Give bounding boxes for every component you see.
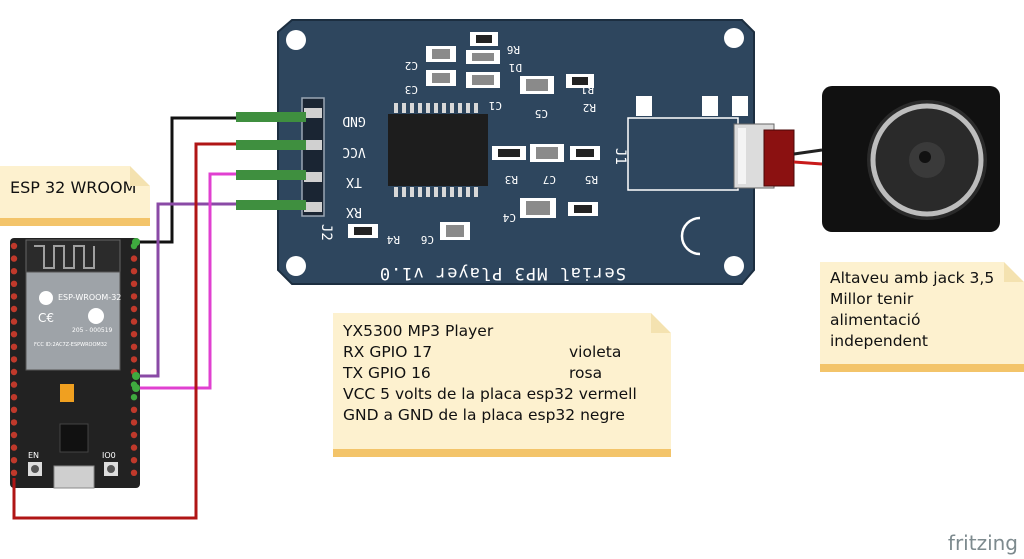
speaker-note-line: Millor tenir [830,290,914,308]
esp32-label: ESP 32 WROOM [10,178,137,197]
esp32-pin [10,280,18,287]
comp-label: R3 [505,173,518,186]
j2-header [301,97,325,217]
mount-hole [724,256,744,276]
wire-vcc [12,142,298,520]
comp-label: C3 [405,83,418,96]
speaker-note-line: alimentació [830,311,921,329]
esp32-pin [10,419,18,426]
mount-hole [724,28,744,48]
esp32-pin [10,394,18,401]
esp32-pin [10,356,18,363]
esp32-pin [130,293,138,300]
comp-label: R1 [581,83,594,96]
comp-label: R6 [507,43,520,56]
esp32-pin [130,305,138,313]
esp32-pin [130,457,138,464]
button-io0-label: IO0 [102,451,116,460]
board-title: Serial MP3 Player v1.0 [379,263,626,283]
pin-label-vcc: VCC [342,144,365,159]
comp-label: C1 [489,99,502,112]
esp32-pin [130,394,138,401]
mp3-player-board: GND VCC TX RX J2 [277,19,775,285]
esp32-pin [130,343,138,350]
button-en-label: EN [28,451,39,460]
esp32-pin [130,318,138,325]
esp32-pin [10,457,18,464]
comp-label: R5 [585,173,598,186]
esp-module-text: FCC ID:2AC7Z-ESPWROOM32 [34,342,107,348]
esp32-pin [10,268,18,275]
esp-module-text: 205 - 000519 [72,327,113,334]
comp-label: C6 [421,233,434,246]
esp32-pin [130,419,138,426]
mp3-note-row: VCC 5 volts de la placa esp32 vermell [343,385,637,403]
esp-module-text: ESP-WROOM-32 [58,293,121,302]
esp32-pin [130,255,138,262]
ic-chip [388,103,488,197]
esp32-pin [10,431,18,439]
wire-rx [140,202,298,378]
esp32-pin [10,242,18,250]
comp-label: C5 [535,107,548,120]
pin-label-tx: TX [346,174,362,189]
speaker-note: Altaveu amb jack 3,5 Millor tenir alimen… [820,262,1024,372]
esp32-pin [130,469,138,476]
speaker-note-line: Altaveu amb jack 3,5 [830,269,995,287]
wire-end-pads [132,112,306,392]
esp32-pin [130,331,138,338]
esp32-pin [10,293,18,300]
mount-hole [286,256,306,276]
speaker-note-line: independent [830,332,928,350]
esp32-pin [10,305,18,313]
fritzing-watermark: fritzing [947,531,1018,555]
esp32-pin [10,381,18,388]
esp32-pin [130,406,138,413]
esp32-pin [130,268,138,275]
comp-label: C2 [405,59,418,72]
jack-label-j1: J1 [612,148,628,165]
mp3-note-row: GND a GND de la placa esp32 negre [343,406,625,424]
esp32-pin [130,431,138,439]
esp32-pin [10,444,18,451]
connector-label-j2: J2 [318,224,334,241]
svg-text:C€: C€ [38,311,54,325]
esp32-note: ESP 32 WROOM [0,166,150,226]
esp32-pin [10,343,18,350]
comp-label: C4 [502,211,516,224]
comp-label: R4 [386,233,400,246]
pin-label-gnd: GND [342,113,366,128]
wire-gnd [138,116,298,244]
esp32-pin [10,255,18,262]
esp32-pin [130,280,138,287]
esp32-pin [10,368,18,376]
esp32-pin [10,318,18,325]
esp32-pin [10,331,18,338]
esp32-pin [130,444,138,451]
silkscreen-arc [680,216,701,256]
speaker [763,86,1000,232]
esp32-board: ESP-WROOM-32 205 - 000519 FCC ID:2AC7Z-E… [10,238,140,489]
mount-hole [286,30,306,50]
smd-components [348,32,748,240]
esp32-pin-headers [10,242,138,476]
comp-label: C7 [543,173,556,186]
esp32-pin [10,469,18,476]
comp-label: D1 [509,61,522,74]
comp-label: R2 [583,101,596,114]
mp3-note-title: YX5300 MP3 Player [343,322,494,340]
esp32-pin [10,406,18,413]
esp32-pin [130,356,138,363]
pin-label-rx: RX [346,204,362,219]
